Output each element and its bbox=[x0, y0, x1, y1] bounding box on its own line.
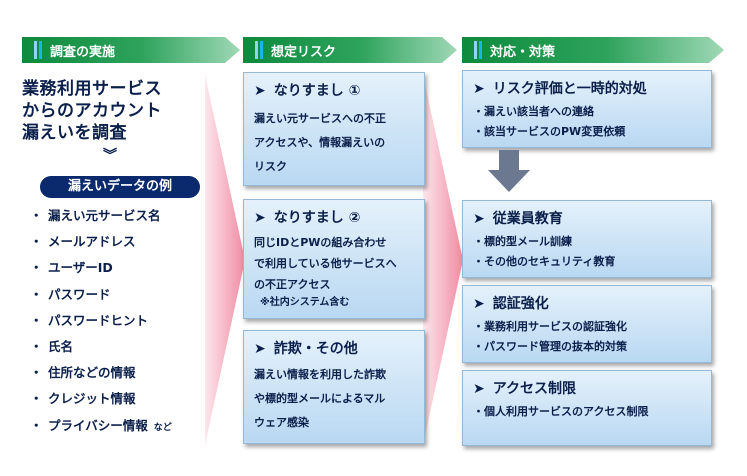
down-arrow-icon bbox=[488, 150, 530, 192]
header-label: 対応・対策 bbox=[490, 45, 556, 60]
card-note: ※社内システム含む bbox=[260, 297, 350, 308]
triangle-icon: ➤ bbox=[254, 83, 266, 99]
risk-card-fraud: ➤ 詐欺・その他 漏えい情報を利用した詐欺 や標的型メールによるマル ウェア感染 bbox=[243, 330, 425, 444]
list-item: 漏えい元サービス名 bbox=[30, 207, 172, 233]
header-survey: 調査の実施 bbox=[22, 37, 240, 63]
list-item: 氏名 bbox=[30, 338, 172, 364]
card-line: の不正アクセス bbox=[254, 278, 331, 291]
card-line: ・漏えい該当者への連絡 bbox=[473, 105, 594, 118]
card-title: 詐欺・その他 bbox=[273, 341, 358, 357]
card-line: アクセスや、情報漏えいの bbox=[254, 136, 386, 149]
list-item: パスワードヒント bbox=[30, 312, 172, 338]
pink-chevron-right bbox=[423, 75, 463, 445]
card-line: ウェア感染 bbox=[254, 416, 309, 429]
header-measures: 対応・対策 bbox=[462, 37, 724, 63]
double-chevron-down-icon: ︾ bbox=[103, 148, 117, 164]
action-card-auth-strengthening: ➤ 認証強化 ・業務利用サービスの認証強化 ・パスワード管理の抜本的対策 bbox=[462, 285, 712, 363]
header-bars-icon bbox=[255, 41, 263, 59]
leak-data-list: 漏えい元サービス名 メールアドレス ユーザーID パスワード パスワードヒント … bbox=[30, 207, 172, 443]
card-line: 同じIDとPWの組み合わせ bbox=[254, 236, 387, 249]
card-line: ・業務利用サービスの認証強化 bbox=[473, 320, 627, 333]
card-line: ・パスワード管理の抜本的対策 bbox=[473, 340, 627, 353]
list-item: ユーザーID bbox=[30, 259, 172, 285]
card-line: 漏えい情報を利用した詐欺 bbox=[254, 368, 386, 381]
list-item: 住所などの情報 bbox=[30, 364, 172, 390]
triangle-icon: ➤ bbox=[254, 341, 266, 357]
pink-chevron-left bbox=[205, 75, 245, 445]
triangle-icon: ➤ bbox=[473, 211, 485, 227]
header-arrow-shape bbox=[22, 37, 240, 63]
card-title: アクセス制限 bbox=[492, 381, 577, 397]
header-arrow-shape bbox=[243, 37, 457, 63]
header-label: 調査の実施 bbox=[50, 45, 116, 60]
card-line: ・標的型メール訓練 bbox=[473, 235, 572, 248]
survey-title: 業務利用サービス からのアカウント 漏えいを調査 bbox=[22, 79, 162, 143]
triangle-icon: ➤ bbox=[473, 381, 485, 397]
triangle-icon: ➤ bbox=[473, 296, 485, 312]
risk-card-impersonation-2: ➤ なりすまし ② 同じIDとPWの組み合わせ で利用している他サービスへ の不正… bbox=[243, 199, 425, 319]
header-label: 想定リスク bbox=[271, 45, 337, 60]
action-card-access-restriction: ➤ アクセス制限 ・個人利用サービスのアクセス制限 bbox=[462, 370, 712, 446]
action-card-risk-assessment: ➤ リスク評価と一時的対処 ・漏えい該当者への連絡 ・該当サービスのPW変更依頼 bbox=[462, 70, 712, 148]
card-title: 認証強化 bbox=[492, 296, 549, 312]
card-line: ・その他のセキュリティ教育 bbox=[473, 255, 616, 268]
card-line: で利用している他サービスへ bbox=[254, 257, 397, 270]
card-line: や標的型メールによるマル bbox=[254, 392, 386, 405]
header-bars-icon bbox=[474, 41, 482, 59]
header-bars-icon bbox=[34, 41, 42, 59]
header-risk: 想定リスク bbox=[243, 37, 457, 63]
card-line: ・該当サービスのPW変更依頼 bbox=[473, 125, 626, 138]
risk-card-impersonation-1: ➤ なりすまし ① 漏えい元サービスへの不正 アクセスや、情報漏えいの リスク bbox=[243, 72, 425, 186]
card-line: 漏えい元サービスへの不正 bbox=[254, 112, 386, 125]
leak-data-pill: 漏えいデータの例 bbox=[40, 176, 200, 198]
card-title: リスク評価と一時的対処 bbox=[492, 81, 647, 97]
triangle-icon: ➤ bbox=[254, 210, 266, 226]
etc-suffix: など bbox=[153, 422, 172, 433]
card-line: リスク bbox=[254, 160, 287, 173]
card-title: 従業員教育 bbox=[492, 211, 563, 227]
triangle-icon: ➤ bbox=[473, 81, 485, 97]
list-item: クレジット情報 bbox=[30, 390, 172, 416]
list-item: パスワード bbox=[30, 286, 172, 312]
card-line: ・個人利用サービスのアクセス制限 bbox=[473, 405, 649, 418]
action-card-employee-training: ➤ 従業員教育 ・標的型メール訓練 ・その他のセキュリティ教育 bbox=[462, 200, 712, 278]
header-arrow-shape bbox=[462, 37, 724, 63]
card-title: なりすまし ① bbox=[273, 83, 361, 99]
card-title: なりすまし ② bbox=[273, 210, 361, 226]
list-item: メールアドレス bbox=[30, 233, 172, 259]
